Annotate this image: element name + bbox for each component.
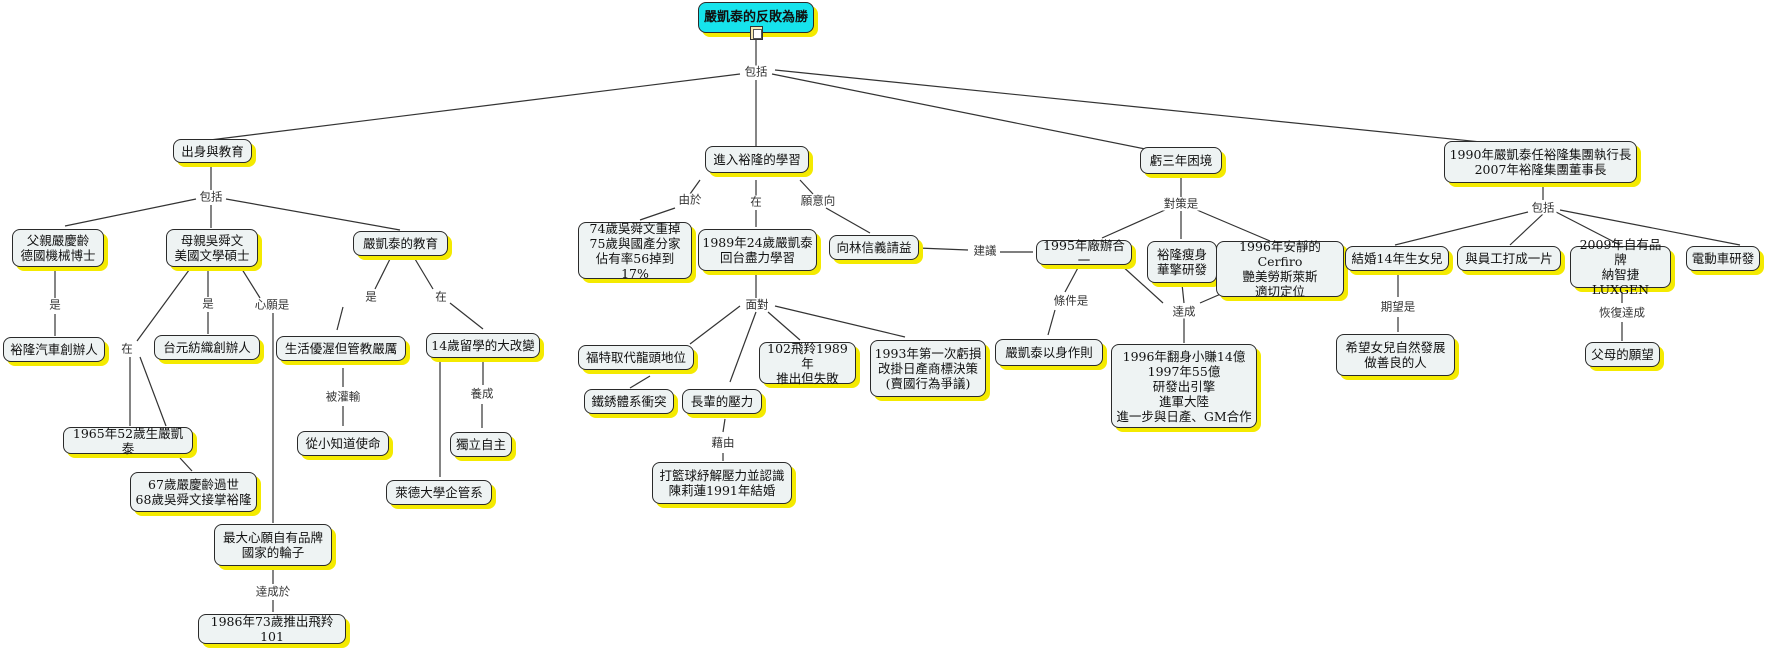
label-faced: 面對 — [743, 297, 771, 312]
node-luxgen: 2009年自有品牌 納智捷LUXGEN — [1570, 237, 1671, 297]
label-yulon-at: 在 — [748, 194, 764, 209]
label-edu-is: 是 — [363, 289, 379, 304]
node-nissan-decision: 1993年第一次虧損 改掛日產商標決策 (賣國行為爭議) — [870, 340, 986, 397]
node-mother: 母親吳舜文 美國文學碩士 — [166, 229, 258, 267]
label-achieved-at: 達成於 — [253, 584, 293, 599]
node-strict-upbringing: 生活優渥但管教嚴厲 — [276, 336, 406, 361]
node-lead-by-example: 嚴凱泰以身作則 — [995, 339, 1103, 366]
label-mother-wish: 心願是 — [252, 297, 292, 312]
node-father-passed: 67歲嚴慶齡過世 68歲吳舜文接掌裕隆 — [130, 472, 257, 512]
node-slimming: 裕隆瘦身 華擎研發 — [1147, 241, 1217, 283]
node-birth-education: 出身與教育 — [173, 139, 252, 163]
label-suggest: 建議 — [971, 243, 999, 258]
label-mother-at: 在 — [119, 341, 135, 356]
node-hierarchy-conflict: 鐵銹體系衝突 — [584, 389, 674, 414]
node-three-year-loss: 虧三年困境 — [1140, 147, 1222, 174]
document-icon[interactable] — [750, 26, 763, 40]
node-market-share: 74歲吳舜文重掉 75歲與國產分家 佔有率56掉到17% — [578, 221, 692, 281]
label-strategy-is: 對策是 — [1161, 196, 1201, 211]
node-daughter: 結婚14年生女兒 — [1345, 246, 1449, 271]
node-yulon-study: 進入裕隆的學習 — [705, 146, 809, 173]
node-ev: 電動車研發 — [1686, 246, 1760, 271]
node-independent: 獨立自主 — [450, 432, 512, 457]
node-profit-turnaround: 1996年翻身小賺14億 1997年55億 研發出引擎 進軍大陸 進一步與日產、… — [1111, 344, 1257, 428]
label-expect-is: 期望是 — [1378, 299, 1418, 314]
node-ford: 福特取代龍頭地位 — [578, 345, 694, 370]
label-birth-includes: 包括 — [197, 189, 225, 204]
label-restore: 恢復達成 — [1597, 305, 1647, 320]
node-brand-wish: 最大心願自有品牌 國家的輪子 — [214, 524, 332, 566]
node-mission: 從小知道使命 — [297, 431, 389, 456]
node-office-merge: 1995年廠辦合一 — [1036, 238, 1132, 268]
label-condition-is: 條件是 — [1051, 293, 1091, 308]
label-instilled: 被灌輸 — [323, 389, 363, 404]
label-father-is: 是 — [47, 297, 63, 312]
node-parents-wish: 父母的願望 — [1585, 342, 1660, 367]
node-elders-pressure: 長輩的壓力 — [682, 389, 762, 414]
node-yan-education: 嚴凱泰的教育 — [353, 231, 448, 256]
label-yulon-willing: 願意向 — [798, 193, 838, 208]
label-cultivated: 養成 — [468, 386, 496, 401]
node-daughter-hope: 希望女兒自然發展 做善良的人 — [1336, 334, 1455, 376]
node-basketball-marriage: 打籃球紓解壓力並認識 陳莉蓮1991年結婚 — [652, 462, 792, 504]
node-yulon-founder: 裕隆汽車創辦人 — [3, 337, 105, 362]
node-born-1965: 1965年52歲生嚴凱泰 — [63, 426, 193, 456]
node-lehigh: 萊德大學企管系 — [386, 480, 492, 505]
node-staff: 與員工打成一片 — [1457, 246, 1561, 271]
label-mother-is: 是 — [200, 296, 216, 311]
label-achieved: 達成 — [1170, 304, 1198, 319]
node-age-24: 1989年24歲嚴凱泰 回台盡力學習 — [698, 229, 817, 271]
node-cefiro: 1996年安靜的Cerfiro 艷美勞斯萊斯 適切定位 — [1216, 239, 1344, 299]
node-feiyu-102: 102飛羚1989年 推出但失敗 — [759, 341, 856, 386]
node-ceo: 1990年嚴凱泰任裕隆集團執行長 2007年裕隆集團董事長 — [1444, 141, 1637, 183]
label-yulon-due-to: 由於 — [676, 192, 704, 207]
node-taiyuan: 台元紡織創辦人 — [154, 335, 260, 360]
node-study-abroad: 14歲留學的大改變 — [426, 333, 540, 358]
node-father: 父親嚴慶齡 德國機械博士 — [12, 229, 104, 267]
node-lin-xinyi: 向林信義請益 — [829, 235, 919, 260]
node-feiyu-101: 1986年73歲推出飛羚101 — [198, 614, 346, 644]
label-root-includes: 包括 — [742, 64, 770, 79]
label-via: 藉由 — [709, 435, 737, 450]
label-edu-at: 在 — [433, 289, 449, 304]
label-ceo-includes: 包括 — [1529, 200, 1557, 215]
